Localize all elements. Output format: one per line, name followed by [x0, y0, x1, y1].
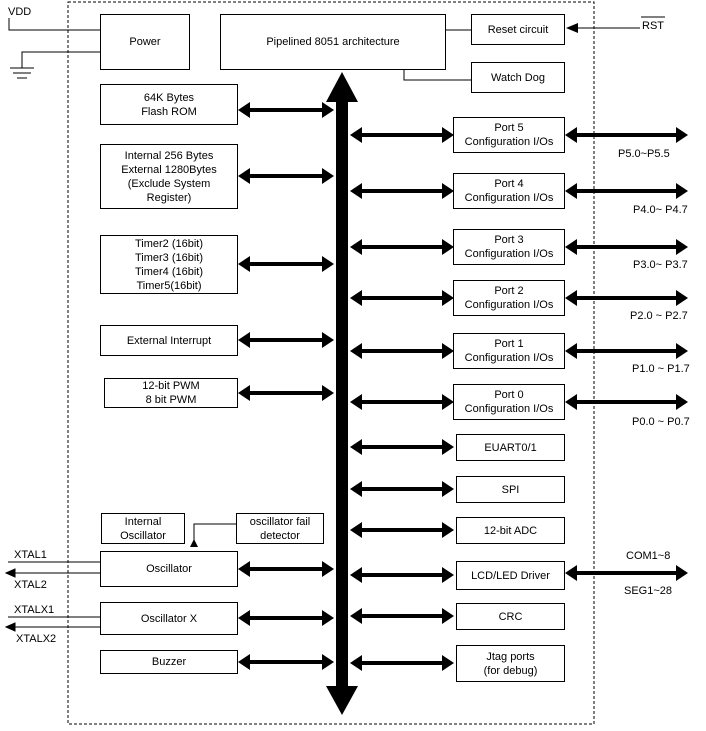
crc-bus-arrow — [350, 608, 454, 624]
right-bus-arrows — [350, 127, 454, 671]
port2-output-arrow — [565, 290, 688, 306]
rst-label: RST — [642, 20, 664, 32]
adc-bus-arrow — [350, 522, 454, 538]
p1-label: P1.0 ~ P1.7 — [632, 363, 690, 375]
port2-block: Port 2 Configuration I/Os — [453, 280, 565, 316]
xtalx2-label: XTALX2 — [16, 633, 57, 645]
port0-bus-arrow — [350, 394, 454, 410]
jtag-bus-arrow — [350, 655, 454, 671]
p2-label: P2.0 ~ P2.7 — [630, 310, 688, 322]
oscillator-block: Oscillator — [100, 551, 238, 587]
xtalx1-label: XTALX1 — [14, 604, 55, 616]
port5-block: Port 5 Configuration I/Os — [453, 117, 565, 153]
oscillator-x-block: Oscillator X — [100, 602, 238, 635]
spi-block: SPI — [456, 476, 565, 503]
chip-boundary — [67, 1, 595, 725]
pipelined-8051-block: Pipelined 8051 architecture — [220, 14, 446, 70]
crystal-lines — [4, 561, 100, 632]
lcd-bus-arrow — [350, 567, 454, 583]
timers-bus-arrow — [238, 256, 334, 272]
seg-label: SEG1~28 — [624, 585, 673, 597]
pwm-block: 12-bit PWM 8 bit PWM — [104, 378, 238, 408]
ram-bus-arrow — [238, 168, 334, 184]
lcd-led-driver-block: LCD/LED Driver — [456, 561, 565, 590]
port3-bus-arrow — [350, 239, 454, 255]
port1-block: Port 1 Configuration I/Os — [453, 333, 565, 369]
p4-label: P4.0~ P4.7 — [633, 204, 688, 216]
port3-output-arrow — [565, 239, 688, 255]
port4-bus-arrow — [350, 183, 454, 199]
port0-output-arrow — [565, 394, 688, 410]
rst-line — [566, 16, 665, 33]
reset-circuit-block: Reset circuit — [471, 14, 565, 45]
pwm-bus-arrow — [238, 385, 334, 401]
port1-output-arrow — [565, 343, 688, 359]
timers-block: Timer2 (16bit) Timer3 (16bit) Timer4 (16… — [100, 235, 238, 294]
external-interrupt-block: External Interrupt — [100, 325, 238, 356]
left-bus-arrows — [238, 102, 334, 670]
ext-int-bus-arrow — [238, 332, 334, 348]
port4-block: Port 4 Configuration I/Os — [453, 173, 565, 209]
xtal2-label: XTAL2 — [14, 579, 47, 591]
flash-rom-block: 64K Bytes Flash ROM — [100, 84, 238, 125]
adc-block: 12-bit ADC — [456, 517, 565, 544]
p5-label: P5.0~P5.5 — [618, 148, 670, 160]
watchdog-block: Watch Dog — [471, 62, 565, 93]
flash-bus-arrow — [238, 102, 334, 118]
com-label: COM1~8 — [626, 550, 671, 562]
port0-block: Port 0 Configuration I/Os — [453, 384, 565, 420]
lcd-output-arrow — [565, 565, 688, 581]
port5-output-arrow — [565, 127, 688, 143]
oscillator-fail-detector-block: oscillator fail detector — [236, 513, 324, 544]
port2-bus-arrow — [350, 290, 454, 306]
vdd-label: VDD — [8, 6, 32, 18]
internal-oscillator-block: Internal Oscillator — [101, 513, 185, 544]
port-output-arrows — [565, 127, 688, 581]
spi-bus-arrow — [350, 481, 454, 497]
jtag-block: Jtag ports (for debug) — [456, 645, 565, 682]
power-block: Power — [100, 14, 190, 70]
port4-output-arrow — [565, 183, 688, 199]
xtal1-label: XTAL1 — [14, 549, 47, 561]
main-bus — [326, 72, 358, 715]
ram-block: Internal 256 Bytes External 1280Bytes (E… — [100, 144, 238, 209]
p3-label: P3.0~ P3.7 — [633, 259, 688, 271]
crc-block: CRC — [456, 603, 565, 630]
osc-bus-arrow — [238, 561, 334, 577]
port3-block: Port 3 Configuration I/Os — [453, 229, 565, 265]
buzzer-block: Buzzer — [100, 650, 238, 674]
buzzer-bus-arrow — [238, 654, 334, 670]
euart-bus-arrow — [350, 439, 454, 455]
osc-x-bus-arrow — [238, 610, 334, 626]
power-supply-lines — [8, 18, 100, 79]
port5-bus-arrow — [350, 127, 454, 143]
euart-block: EUART0/1 — [456, 434, 565, 461]
port1-bus-arrow — [350, 343, 454, 359]
connector-lines — [190, 29, 471, 547]
p0-label: P0.0 ~ P0.7 — [632, 416, 690, 428]
